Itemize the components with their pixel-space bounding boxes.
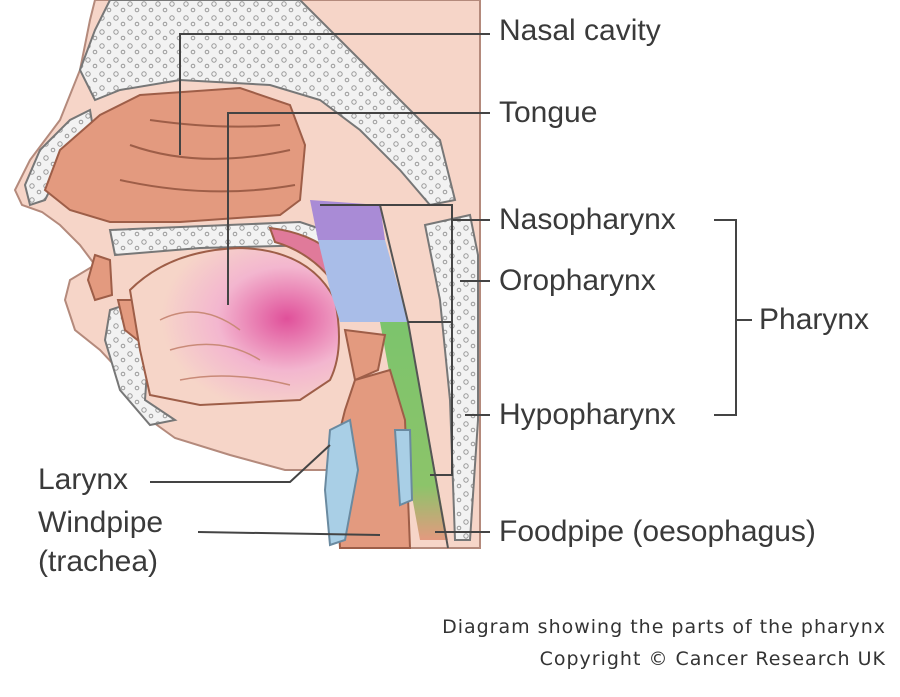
epiglottis: [343, 328, 387, 382]
label-larynx: Larynx: [38, 463, 129, 496]
upper-lip: [86, 253, 114, 302]
nasopharynx-region: [310, 200, 385, 240]
cartilage-front: [323, 418, 360, 547]
leader-lines: [150, 33, 752, 536]
larynx-shape: [333, 368, 412, 549]
label-trachea: (trachea): [38, 545, 159, 578]
skull-bone: [78, 0, 457, 207]
label-pharynx: Pharynx: [759, 303, 870, 336]
label-windpipe: Windpipe: [38, 506, 164, 539]
leader-larynx: [150, 444, 331, 483]
oropharynx-region: [318, 240, 408, 322]
caption-copyright: Copyright © Cancer Research UK: [539, 648, 886, 670]
hypopharynx-region: [380, 322, 448, 540]
leader-nasal-cavity: [179, 33, 490, 155]
label-nasal-cavity: Nasal cavity: [499, 14, 661, 47]
label-hypopharynx: Hypopharynx: [499, 398, 676, 431]
label-tongue: Tongue: [499, 96, 598, 129]
caption-title: Diagram showing the parts of the pharynx: [442, 616, 886, 638]
cartilage-back: [393, 429, 414, 507]
label-oropharynx: Oropharynx: [499, 264, 656, 297]
leader-pharynx-bracket: [714, 219, 752, 416]
label-nasopharynx: Nasopharynx: [499, 203, 676, 236]
pharynx-region-bracket: [408, 205, 453, 476]
leader-windpipe: [197, 531, 381, 536]
leader-tongue: [227, 112, 490, 305]
label-foodpipe: Foodpipe (oesophagus): [499, 515, 816, 548]
nasal-cavity-shape: [43, 86, 307, 223]
